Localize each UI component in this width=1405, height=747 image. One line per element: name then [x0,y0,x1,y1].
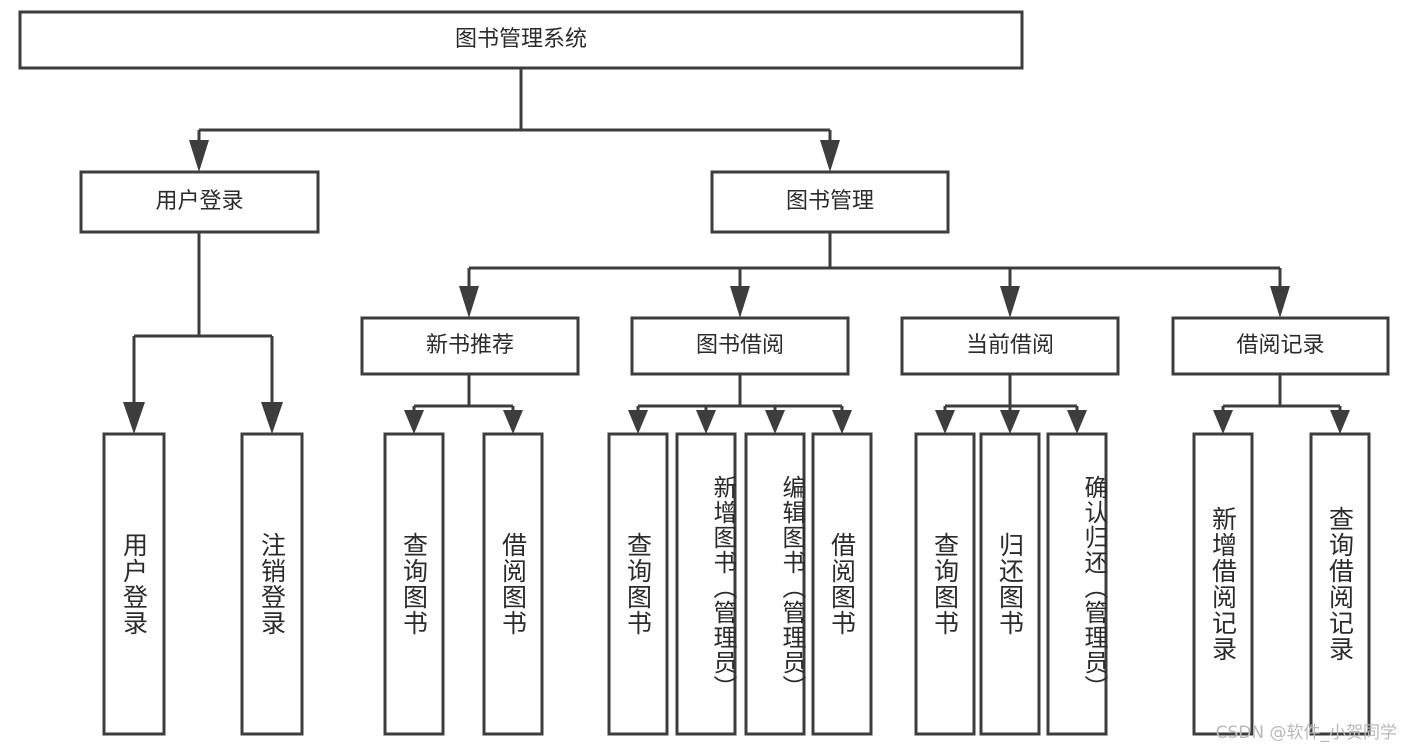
arrowhead-leaf-query-book-borrow [628,410,648,434]
node-box-root[interactable] [18,10,1024,70]
node-box-new-book-rec[interactable] [360,316,580,376]
arrowhead-leaf-query-book-rec [404,410,424,434]
node-box-layer [18,10,1390,736]
node-box-leaf-query-record[interactable] [1309,432,1371,736]
node-box-leaf-query-book-rec[interactable] [383,432,445,736]
node-box-leaf-query-book-current[interactable] [914,432,976,736]
arrowhead-leaf-return-book [1000,410,1020,434]
node-box-leaf-add-book[interactable] [675,432,737,736]
arrowhead-userlogin [189,140,209,172]
arrowhead-leaf-borrow-book [832,410,852,434]
node-box-leaf-edit-book[interactable] [744,432,806,736]
arrowhead-leaf-logout [261,402,283,434]
node-box-leaf-return-book[interactable] [979,432,1041,736]
arrowhead-leaf-confirm-return [1067,410,1087,434]
node-box-leaf-borrow-book[interactable] [811,432,873,736]
arrowhead-leaf-query-record [1330,410,1350,434]
node-box-leaf-query-book-borrow[interactable] [607,432,669,736]
node-box-borrow-record[interactable] [1171,316,1390,376]
arrowhead-leaf-borrow-book-rec [503,410,523,434]
arrowhead-currentborrow [1000,286,1020,318]
node-box-leaf-add-record[interactable] [1192,432,1254,736]
arrowhead-borrowrecord [1270,286,1290,318]
node-box-book-borrow[interactable] [630,316,850,376]
arrowhead-leaf-add-book [696,410,716,434]
arrowhead-newbookrec [459,286,479,318]
node-box-leaf-confirm-return[interactable] [1046,432,1108,736]
arrowhead-bookborrow [730,286,750,318]
node-box-leaf-logout[interactable] [240,432,304,736]
watermark-text: CSDN @软件_小贺同学 [1215,723,1397,743]
arrowhead-bookmanage [820,140,840,172]
node-box-book-manage[interactable] [710,170,950,234]
node-box-leaf-borrow-book-rec[interactable] [482,432,544,736]
connector-layer [123,68,1350,434]
arrowhead-leaf-edit-book [765,410,785,434]
node-box-user-login[interactable] [79,170,320,234]
node-box-current-borrow[interactable] [900,316,1120,376]
arrowhead-leaf-add-record [1213,410,1233,434]
arrowhead-leaf-query-book-current [935,410,955,434]
node-box-leaf-user-login[interactable] [102,432,166,736]
arrowhead-leaf-user-login [123,402,145,434]
